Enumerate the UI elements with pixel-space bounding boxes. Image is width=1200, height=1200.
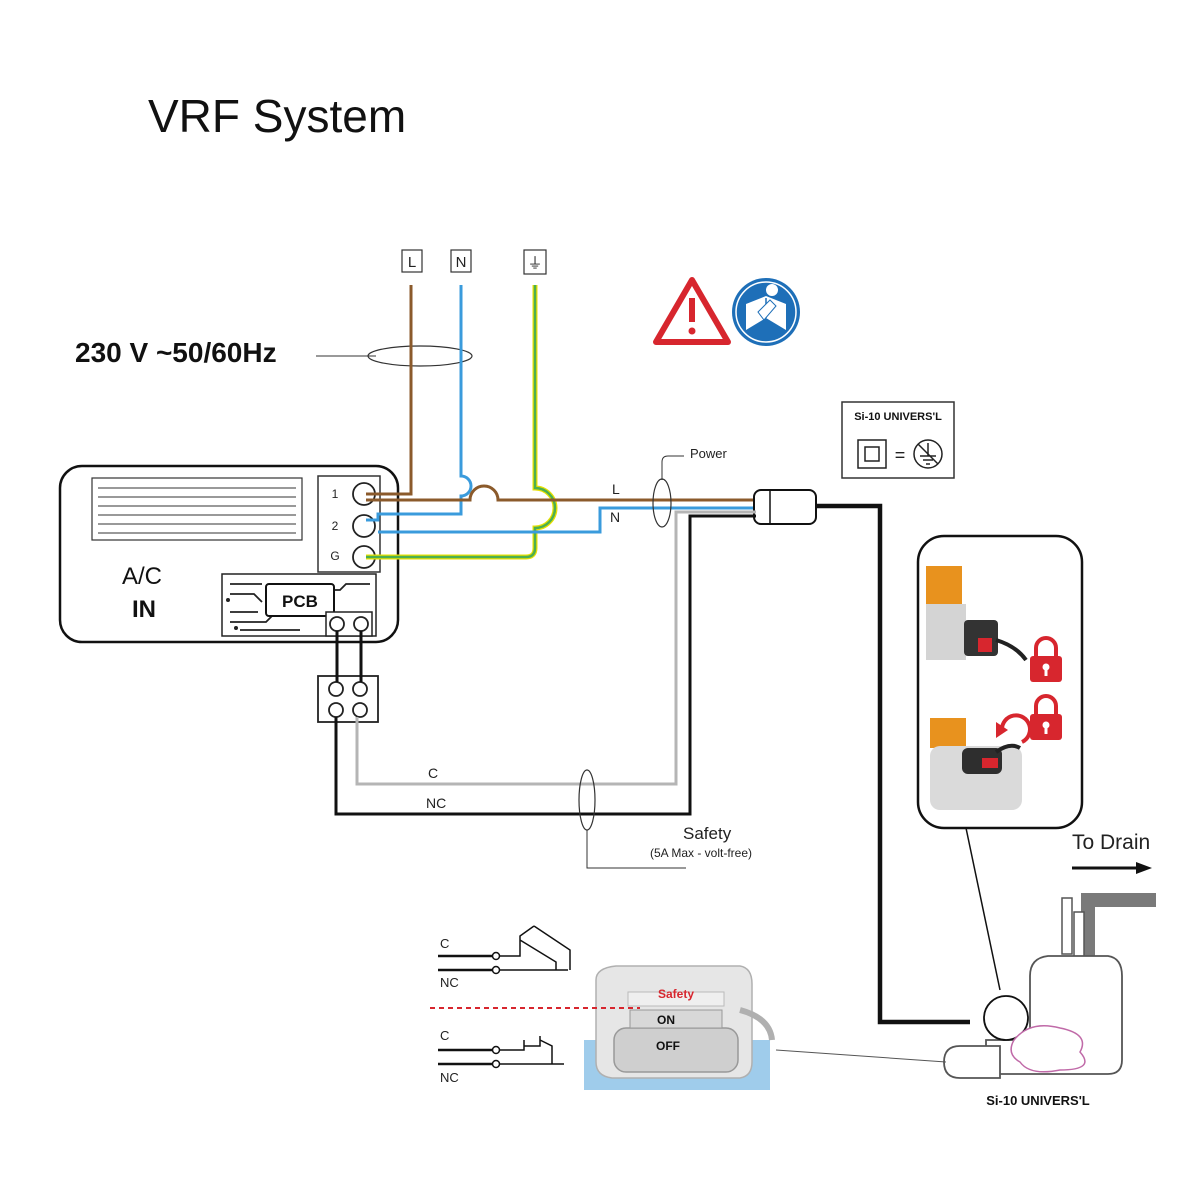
switch-diagram-bottom: C NC	[438, 1028, 564, 1085]
connector-photo-top	[926, 566, 1028, 662]
svg-text:N: N	[456, 254, 467, 271]
svg-text:2: 2	[332, 519, 339, 533]
float-on-label: ON	[657, 1013, 675, 1027]
supply-wire-neutral	[366, 285, 473, 522]
connector-photo-bottom	[930, 718, 1022, 810]
connector-detail-panel	[916, 534, 1084, 830]
pump-unit	[943, 893, 1156, 1079]
power-wire-neutral	[378, 506, 756, 534]
supply-cable-band	[367, 345, 473, 367]
safety-label-leader	[586, 830, 686, 869]
svg-text:1: 1	[332, 487, 339, 501]
power-wire-live	[366, 484, 756, 502]
svg-text:G: G	[330, 549, 339, 563]
lock-icon-bottom	[1030, 694, 1062, 740]
diagram-title: VRF System	[148, 90, 406, 142]
float-safety-label: Safety	[658, 987, 694, 1001]
double-insulation-icon	[857, 439, 887, 469]
read-manual-icon	[732, 278, 800, 346]
to-drain-label: To Drain	[1072, 831, 1150, 854]
supply-voltage-label: 230 V ~50/60Hz	[75, 337, 277, 368]
air-grille	[91, 477, 303, 541]
indoor-unit: A/C IN 1 2 G PCB	[58, 464, 400, 644]
detail-callout-line	[965, 827, 1001, 991]
power-cable-label: Power	[690, 446, 728, 461]
svg-text:C: C	[440, 936, 449, 951]
pump-brand-label: Si-10 UNIVERS'L	[986, 1093, 1090, 1108]
switch-diagram-top: C NC	[438, 925, 571, 990]
pump-power-cable	[816, 503, 970, 1025]
safety-cable-band	[578, 769, 596, 831]
product-box: Si-10 UNIVERS'L =	[841, 401, 955, 479]
safety-wire-nc-label: NC	[426, 795, 446, 811]
supply-terminal-earth: ⏚	[523, 249, 547, 275]
supply-wire-earth-green	[366, 285, 557, 559]
cable-grommet	[753, 489, 817, 525]
relay-terminal-block	[317, 675, 379, 723]
product-box-equals: =	[895, 445, 906, 465]
power-wire-l-label: L	[612, 481, 620, 497]
power-label-leader	[661, 455, 684, 480]
pump-connector-circle	[983, 995, 1029, 1041]
float-callout-line	[775, 1049, 947, 1063]
to-drain-arrow-head	[1136, 862, 1152, 874]
supply-terminal-l: L	[401, 249, 423, 273]
svg-text:NC: NC	[440, 975, 459, 990]
safety-wire-c	[355, 510, 756, 786]
float-reservoir-detail: Safety ON OFF	[584, 965, 775, 1090]
safety-cable-sublabel: (5A Max - volt-free)	[650, 846, 752, 860]
float-off-label: OFF	[656, 1039, 680, 1053]
supply-wire-live	[366, 285, 413, 496]
unit-label-ac: A/C	[122, 563, 162, 590]
lock-icon-top	[1030, 636, 1062, 682]
svg-text:NC: NC	[440, 1070, 459, 1085]
svg-text:L: L	[408, 254, 416, 271]
power-cable-band	[652, 478, 672, 528]
safety-wire-c-label: C	[428, 765, 438, 781]
no-earth-icon	[913, 439, 943, 469]
svg-text:⏚: ⏚	[527, 255, 542, 272]
rotate-arrow-icon	[996, 713, 1032, 744]
unit-label-in: IN	[132, 596, 156, 623]
power-wire-n-label: N	[610, 509, 620, 525]
warning-icon	[653, 277, 731, 345]
pcb-board: PCB	[221, 573, 377, 637]
unit-terminal-block: 1 2 G	[317, 475, 381, 573]
product-box-brand: Si-10 UNIVERS'L	[854, 411, 942, 423]
pcb-label: PCB	[282, 592, 318, 611]
safety-wire-nc	[334, 514, 756, 816]
svg-text:C: C	[440, 1028, 449, 1043]
supply-terminal-n: N	[450, 249, 472, 273]
safety-cable-label: Safety	[683, 824, 732, 843]
